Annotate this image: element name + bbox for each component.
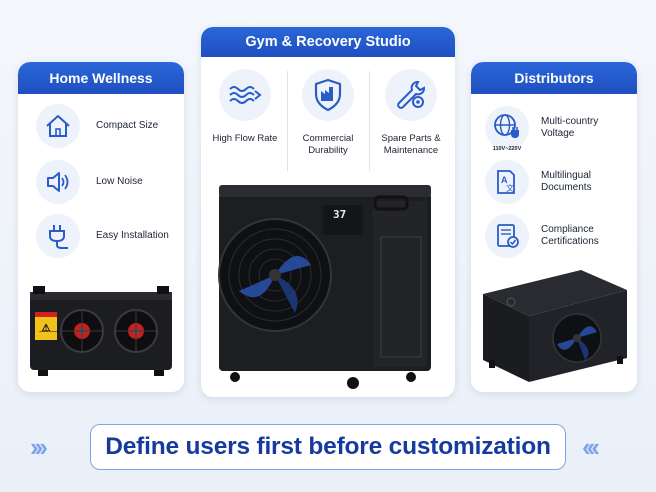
certificate-icon: [485, 214, 529, 258]
feature-label: Multilingual Documents: [541, 169, 592, 194]
plug-icon: [36, 214, 80, 258]
feature-label: Commercial Durability: [302, 133, 354, 156]
feature-easy-installation: Easy Installation: [18, 214, 184, 258]
svg-text:文: 文: [506, 183, 514, 193]
feature-label: Low Noise: [96, 175, 143, 187]
compact-chiller-image: ⚠ GENERAL WARNING: [24, 274, 178, 384]
wrench-gear-icon: [385, 69, 437, 121]
summary-banner: Define users first before customization: [90, 424, 566, 470]
house-icon: [36, 104, 80, 148]
banner-text: Define users first before customization: [105, 433, 551, 460]
translate-icon: A 文: [485, 160, 529, 204]
shield-factory-icon: [302, 69, 354, 121]
globe-plug-icon: 110V~220V: [485, 106, 529, 152]
feature-compact-size: Compact Size: [18, 104, 184, 148]
warning-label: GENERAL WARNING: [39, 331, 59, 333]
svg-text:⚠: ⚠: [42, 323, 51, 334]
feature-commercial-durability: Commercial Durability: [288, 65, 368, 183]
feature-multi-country-voltage: 110V~220V Multi-country Voltage: [471, 106, 637, 152]
feature-compliance-certifications: Compliance Certifications: [471, 214, 637, 258]
panel-title-home-wellness: Home Wellness: [18, 62, 184, 94]
feature-label: Easy Installation: [96, 229, 169, 241]
feature-label: Multi-country Voltage: [541, 115, 599, 140]
chevron-right-icon: ›››: [30, 432, 48, 462]
panel-title-distributors: Distributors: [471, 62, 637, 94]
feature-spare-parts: Spare Parts & Maintenance: [371, 65, 451, 183]
panel-title-gym-recovery: Gym & Recovery Studio: [201, 27, 455, 57]
panel-home-wellness: Home Wellness Compact Size Low Noise: [18, 62, 184, 392]
feature-label: Compliance Certifications: [541, 223, 599, 248]
panel-distributors: Distributors 110V~220V Multi-country Vol…: [471, 62, 637, 392]
feature-low-noise: Low Noise: [18, 160, 184, 204]
distributor-unit-image: [477, 260, 631, 388]
feature-label: High Flow Rate: [212, 133, 278, 144]
feature-high-flow-rate: High Flow Rate: [205, 65, 285, 183]
feature-label: Compact Size: [96, 119, 159, 131]
temperature-display: 37: [333, 208, 347, 221]
voltage-caption: 110V~220V: [492, 146, 522, 152]
flow-icon: [219, 69, 271, 121]
svg-text:A: A: [501, 175, 508, 185]
divider: [369, 71, 370, 171]
feature-label: Spare Parts & Maintenance: [381, 133, 441, 156]
divider: [287, 71, 288, 171]
speaker-icon: [36, 160, 80, 204]
heat-pump-image: 37: [213, 179, 447, 391]
panel-gym-recovery: Gym & Recovery Studio High Flow Rate Com…: [201, 27, 455, 397]
feature-multilingual-documents: A 文 Multilingual Documents: [471, 160, 637, 204]
chevron-left-icon: ‹‹‹: [582, 432, 600, 462]
